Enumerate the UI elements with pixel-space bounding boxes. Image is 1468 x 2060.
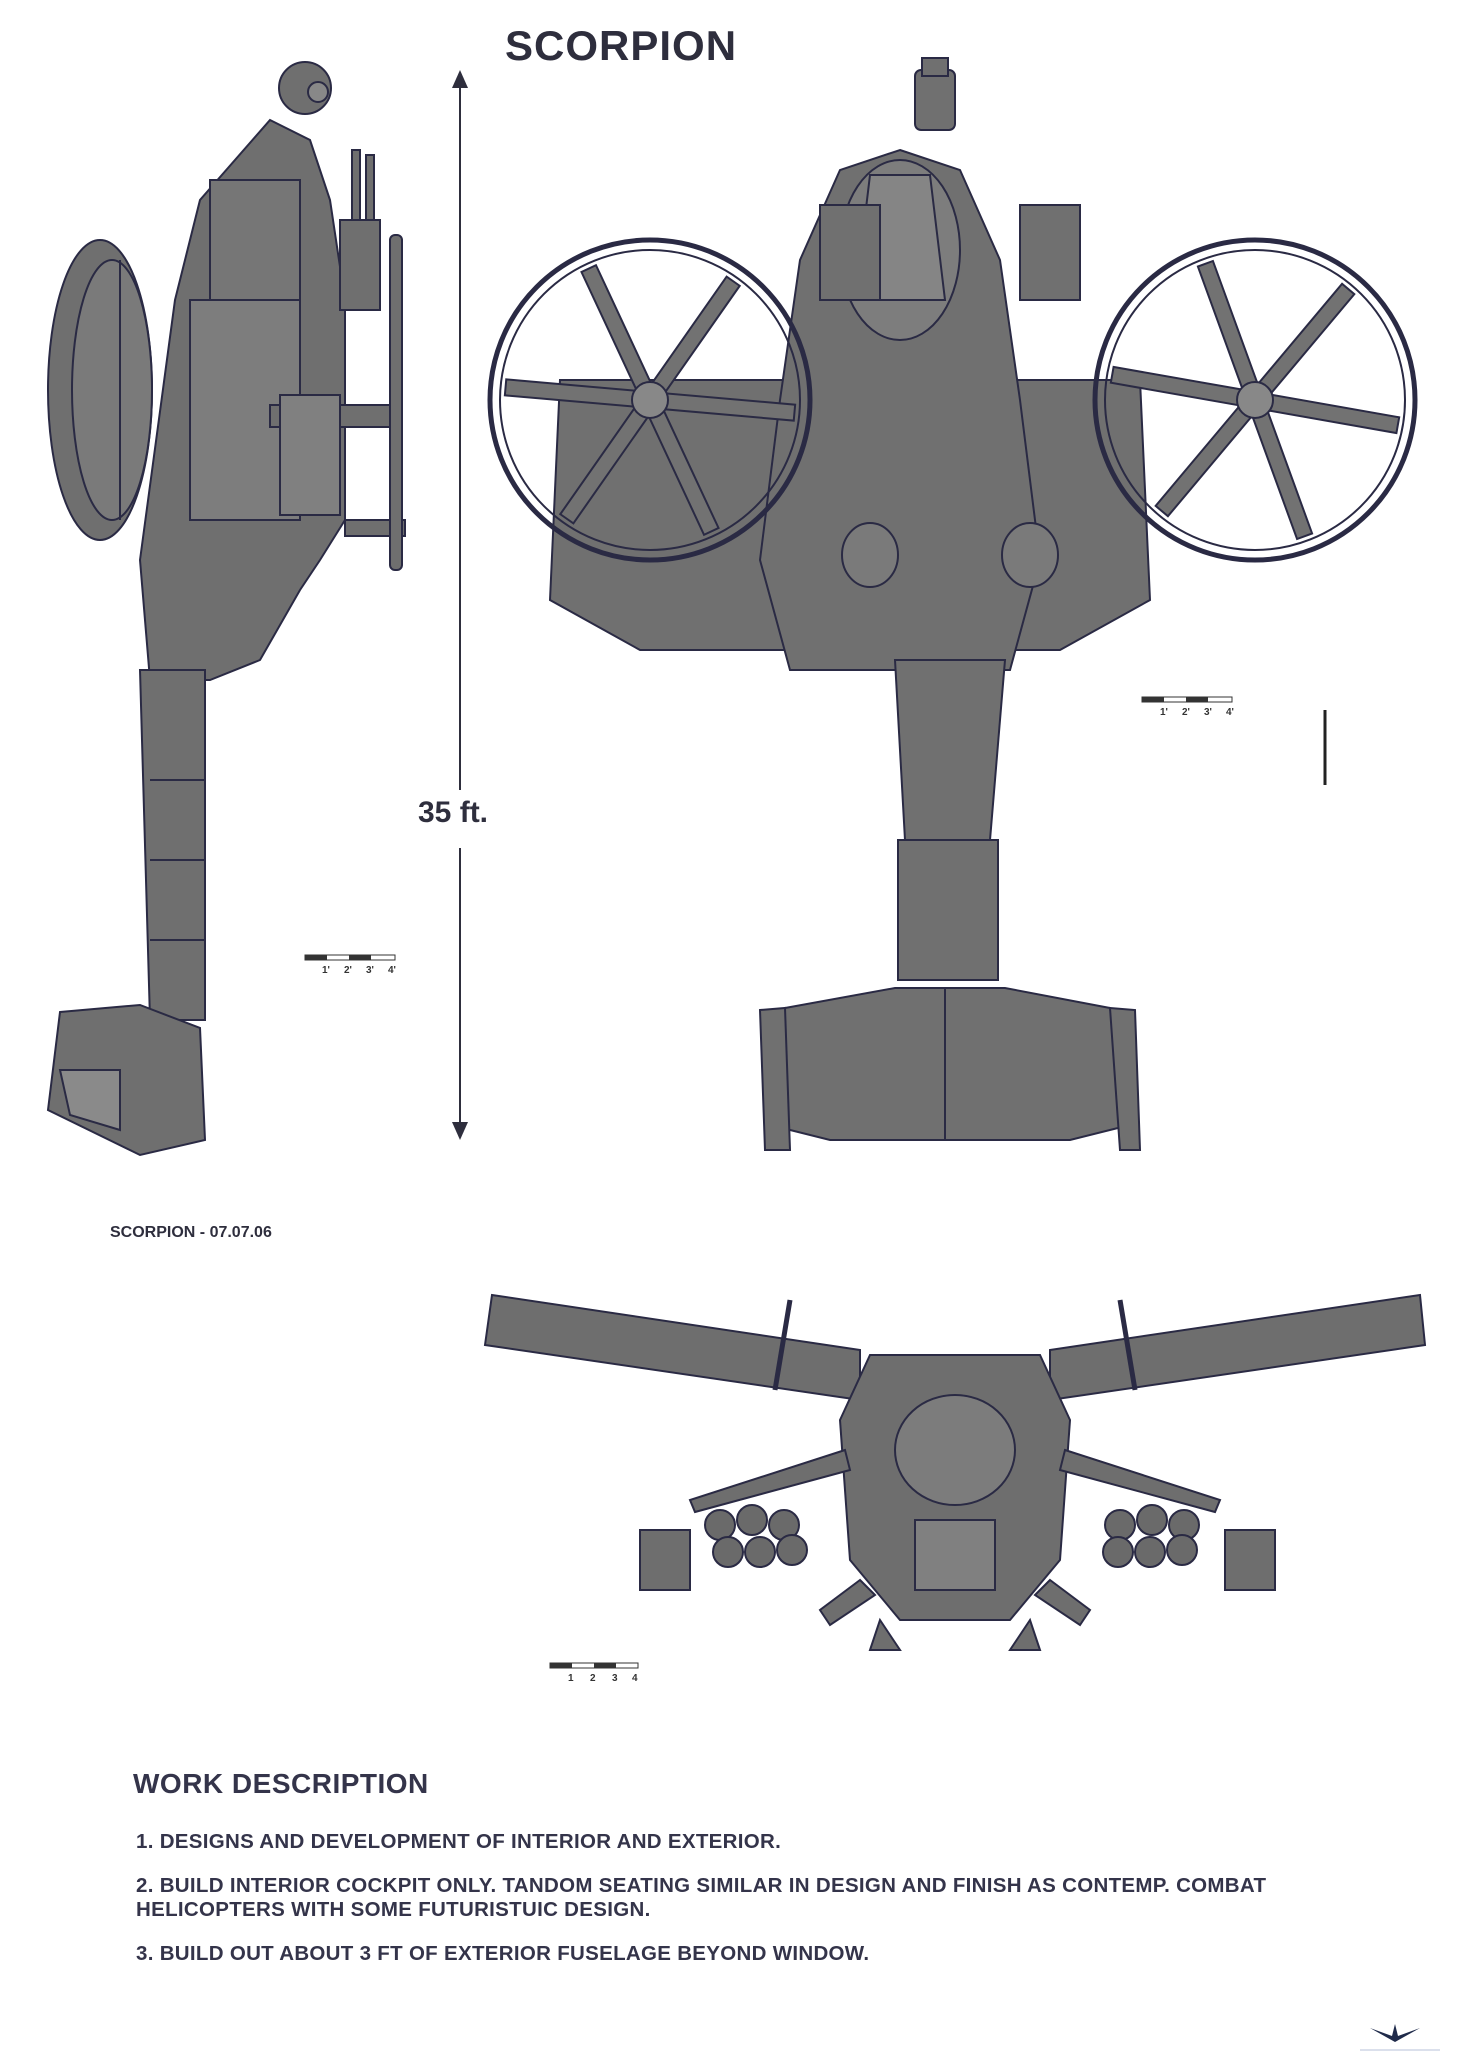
scale-tick: 2' (1182, 707, 1190, 718)
work-item: 3. BUILD OUT ABOUT 3 FT OF EXTERIOR FUSE… (136, 1942, 870, 1965)
scale-bar-side: 1' 2' 3' 4' (304, 954, 396, 976)
scale-tick: 3 (612, 1673, 618, 1684)
scale-tick: 1' (322, 965, 330, 976)
scale-tick: 3' (1204, 707, 1212, 718)
scale-tick: 2' (344, 965, 352, 976)
scale-tick: 1' (1160, 707, 1168, 718)
front-view (483, 1293, 1427, 1651)
scale-tick: 4' (1226, 707, 1234, 718)
scale-bar-front: 1 2 3 4 (549, 1662, 639, 1684)
work-item: 1. DESIGNS AND DEVELOPMENT OF INTERIOR A… (136, 1830, 782, 1853)
top-view (487, 57, 1418, 1151)
watermark-logo (1340, 2020, 1450, 2059)
scale-tick: 4' (388, 965, 396, 976)
rotor-blades (503, 259, 1401, 541)
scale-tick: 1 (568, 1673, 574, 1684)
height-dimension-label: 35 ft. (418, 792, 489, 834)
drawing-title: SCORPION (505, 22, 738, 69)
scale-tick: 3' (366, 965, 374, 976)
side-view (46, 61, 406, 1157)
drawing-caption: SCORPION - 07.07.06 (110, 1224, 272, 1241)
height-dimension-line (452, 70, 468, 1140)
work-item: 2. BUILD INTERIOR COCKPIT ONLY. TANDOM S… (136, 1874, 1267, 1921)
scale-tick: 4 (632, 1673, 638, 1684)
work-description-heading: WORK DESCRIPTION (133, 1768, 429, 1799)
scale-tick: 2 (590, 1673, 596, 1684)
scale-bar-top: 1' 2' 3' 4' (1141, 696, 1234, 718)
